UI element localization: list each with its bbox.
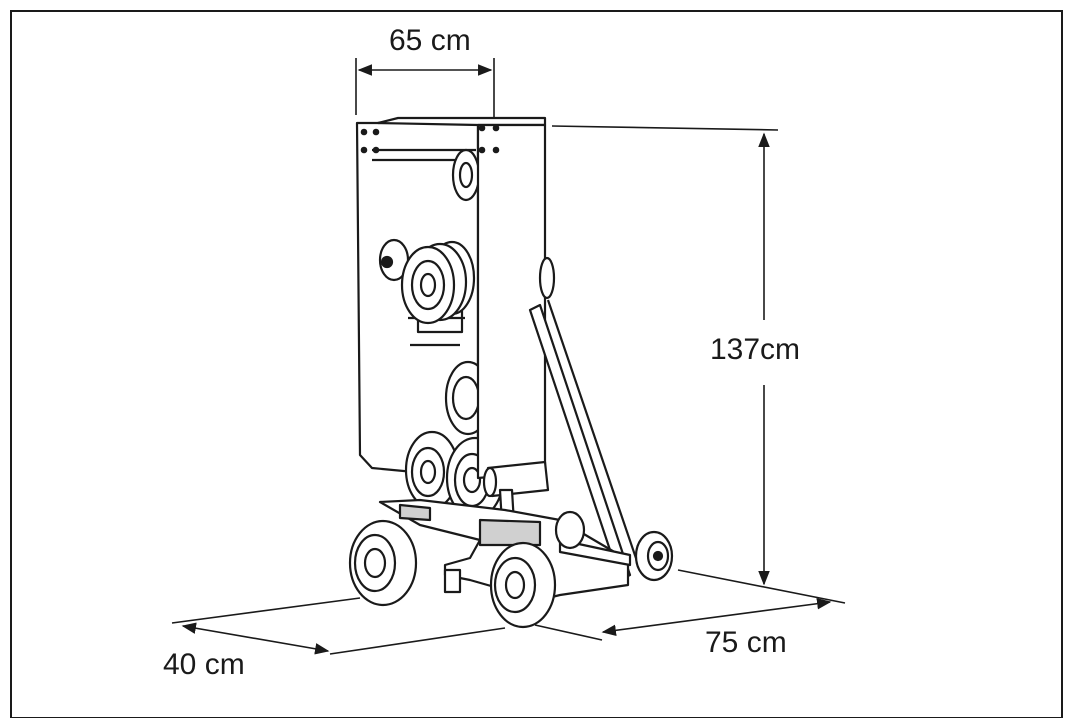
- height-label: 137cm: [710, 333, 801, 366]
- depth-label: 75 cm: [705, 626, 787, 659]
- depth-dimension-arrow: [601, 597, 832, 637]
- width-label: 65 cm: [389, 24, 471, 57]
- dimension-lines: [171, 58, 846, 655]
- base-dimension-arrow: [181, 622, 330, 655]
- wire-saw-machine-illustration: [348, 116, 674, 629]
- base-label: 40 cm: [163, 648, 245, 681]
- diagram-border: [10, 10, 1063, 718]
